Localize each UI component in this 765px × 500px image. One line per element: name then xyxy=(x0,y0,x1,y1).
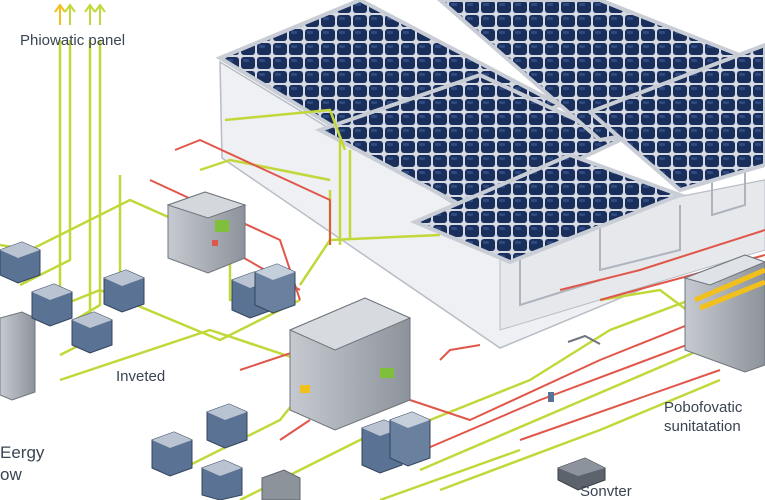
connector-arrow xyxy=(548,334,601,402)
battery-icon xyxy=(254,263,296,314)
inverter-label: Inveted xyxy=(116,368,166,385)
batteries xyxy=(0,241,431,500)
photovoltaic-panel-label: Phiowatic panel xyxy=(20,32,126,49)
inverter-box-icon xyxy=(288,297,412,431)
solar-panel-icon xyxy=(586,42,765,193)
converter-box xyxy=(557,457,606,491)
arrow-up-icon xyxy=(94,3,106,25)
energy-label: Eergy xyxy=(0,443,45,462)
battery-icon xyxy=(261,469,301,500)
converter-label: Sonvter xyxy=(580,483,632,500)
battery-icon xyxy=(389,411,431,467)
solar-panel-icon xyxy=(409,152,686,265)
battery-icon xyxy=(206,403,248,449)
substation-icon xyxy=(683,254,765,373)
battery-icon xyxy=(0,241,41,284)
battery-icon xyxy=(31,283,73,327)
solar-panel-array xyxy=(215,0,765,265)
battery-icon xyxy=(151,431,193,477)
inverter-box-icon xyxy=(166,191,247,274)
substation-label-line1: Pobofovatic xyxy=(664,399,743,416)
substation-label-line2: sunitatation xyxy=(664,418,741,435)
battery-icon xyxy=(201,459,243,500)
arrow-up-icon xyxy=(84,3,96,25)
arrow-up-icon xyxy=(64,3,76,25)
cabinet xyxy=(0,311,36,401)
battery-icon xyxy=(103,269,145,313)
arrow-up-icon xyxy=(54,3,66,25)
battery-icon xyxy=(71,311,113,354)
arrows-up xyxy=(54,3,106,25)
flow-label: ow xyxy=(0,465,22,484)
